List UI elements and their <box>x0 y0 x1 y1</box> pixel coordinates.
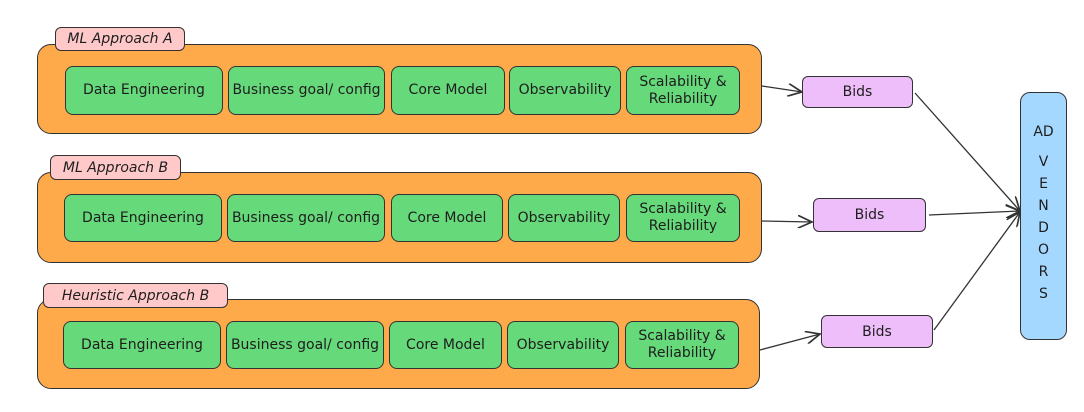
cell-data-engineering: Data Engineering <box>64 194 222 242</box>
cell-observability: Observability <box>507 321 619 369</box>
cell-observability: Observability <box>509 66 621 115</box>
cell-data-engineering: Data Engineering <box>63 321 221 369</box>
ad-vendors-box: AD VENDORS <box>1020 92 1067 340</box>
cell-data-engineering: Data Engineering <box>65 66 223 115</box>
cell-core-model: Core Model <box>391 194 503 242</box>
cell-business-goal: Business goal/ config <box>226 321 384 369</box>
arrow-b-to-bids <box>761 221 812 222</box>
approach-label-a: ML Approach A <box>55 27 185 51</box>
arrow-c-to-bids <box>759 334 820 351</box>
arrow-a-to-bids <box>761 86 802 92</box>
cell-business-goal: Business goal/ config <box>227 194 385 242</box>
arrow-bids-a-to-vendors <box>914 92 1020 211</box>
cell-scalability: Scalability & Reliability <box>626 194 740 242</box>
cell-observability: Observability <box>508 194 620 242</box>
bids-box-a: Bids <box>802 76 913 108</box>
ad-vendors-line2: VENDORS <box>1035 154 1052 308</box>
cell-core-model: Core Model <box>391 66 505 115</box>
cell-scalability: Scalability & Reliability <box>625 321 739 369</box>
arrow-bids-c-to-vendors <box>933 212 1020 331</box>
cell-business-goal: Business goal/ config <box>228 66 385 115</box>
approach-label-b: ML Approach B <box>50 155 181 180</box>
cell-scalability: Scalability & Reliability <box>626 66 740 115</box>
approach-label-c: Heuristic Approach B <box>43 283 228 308</box>
arrow-bids-b-to-vendors <box>928 211 1020 215</box>
bids-box-c: Bids <box>821 315 933 348</box>
cell-core-model: Core Model <box>389 321 502 369</box>
ad-vendors-line1: AD <box>1033 124 1054 140</box>
bids-box-b: Bids <box>813 198 926 232</box>
